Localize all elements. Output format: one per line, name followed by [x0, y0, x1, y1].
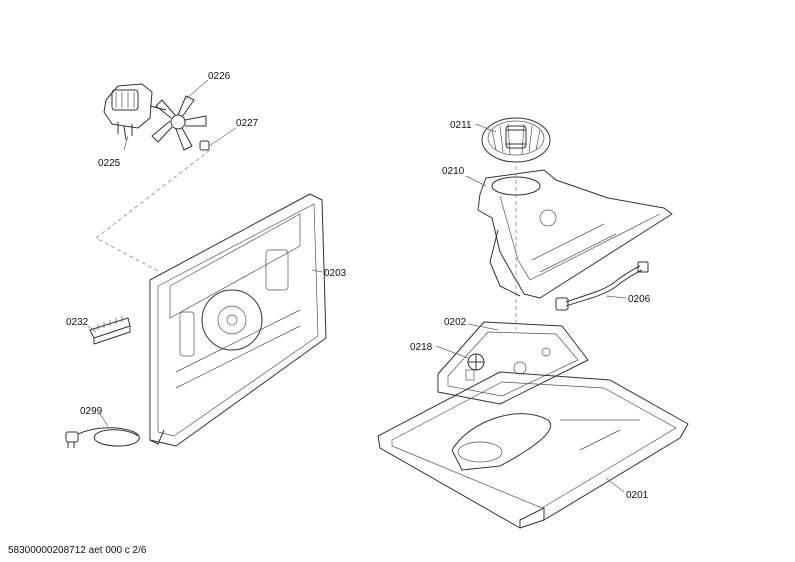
label-0202: 0202: [444, 317, 467, 328]
leader-0201: [605, 477, 625, 493]
label-0225: 0225: [98, 158, 121, 169]
leader-0218: [435, 345, 469, 359]
leader-0225: [123, 135, 129, 151]
leader-0203: [311, 269, 323, 273]
terminal-block: [89, 316, 131, 345]
leader-0232: [87, 325, 97, 333]
wiring-harness: [555, 261, 649, 311]
label-0227: 0227: [236, 118, 259, 129]
label-0211: 0211: [450, 120, 472, 131]
heater-plate: [437, 321, 589, 405]
leader-0202: [467, 323, 499, 331]
label-0201: 0201: [626, 490, 649, 501]
fan-motor-assembly: [103, 83, 210, 151]
label-0232: 0232: [66, 317, 89, 328]
leader-0226: [185, 79, 209, 100]
label-0206: 0206: [628, 294, 651, 305]
leader-0227: [208, 127, 237, 147]
power-cord: [65, 427, 140, 448]
label-0226: 0226: [208, 71, 231, 82]
leader-0206: [605, 295, 627, 299]
document-footer: 58300000208712 aet 000 c 2/6: [8, 545, 147, 556]
label-0218: 0218: [410, 342, 433, 353]
label-0299: 0299: [80, 406, 103, 417]
assembly-dash-line: [95, 149, 211, 273]
rear-panel: [149, 193, 327, 447]
label-0203: 0203: [324, 268, 347, 279]
leader-0299: [99, 413, 109, 427]
thermostat: [465, 353, 485, 381]
leader-0211: [475, 123, 497, 133]
leader-0210: [465, 175, 487, 187]
air-duct-housing: [477, 169, 673, 299]
base-frame: [377, 371, 689, 529]
label-0210: 0210: [442, 166, 465, 177]
radial-fan: [481, 117, 551, 163]
